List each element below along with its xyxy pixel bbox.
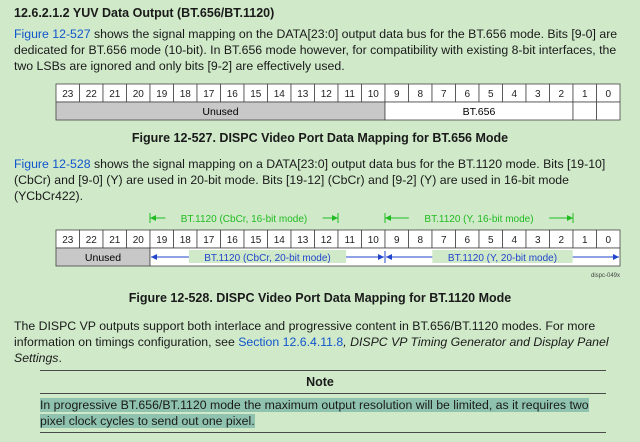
bit-number-label: 15 [250, 235, 262, 246]
bit-number-label: 0 [605, 235, 611, 246]
bit-number-label: 23 [62, 235, 74, 246]
y-16bit-arrow-head-right [567, 215, 573, 221]
bit-number-label: 2 [558, 235, 564, 246]
cbcr-16bit-arrow-label-bg [165, 211, 323, 224]
bit-number-label: 5 [488, 89, 494, 100]
bit-number-label: 17 [203, 89, 215, 100]
paragraph-bt1120-text: shows the signal mapping on a DATA[23:0]… [14, 157, 606, 203]
bit-number-label: 21 [109, 89, 121, 100]
paragraph-bt1120: Figure 12-528 shows the signal mapping o… [14, 156, 626, 204]
bit-number-label: 4 [511, 235, 517, 246]
bit-number-label: 18 [180, 235, 192, 246]
bt656-label: BT.656 [463, 106, 496, 118]
y-20bit-arrow-head-right [613, 254, 619, 260]
figure-12-528-link[interactable]: Figure 12-528 [14, 157, 91, 171]
bt1120-data-mapping-figure: BT.1120 (CbCr, 16-bit mode) BT.1120 (Y, 1… [55, 211, 621, 279]
bit-number-label: 19 [156, 235, 168, 246]
bit-number-label: 8 [417, 89, 423, 100]
bit-number-label: 4 [511, 89, 517, 100]
bit-number-label: 21 [109, 235, 121, 246]
bit-number-label: 19 [156, 89, 168, 100]
y-20bit-arrow-label: BT.1120 (Y, 20-bit mode) [448, 253, 557, 264]
y-16bit-arrow: BT.1120 (Y, 16-bit mode) [385, 211, 573, 225]
note-top-rule [40, 370, 606, 371]
bit-number-label: 23 [62, 89, 74, 100]
bit-number-label: 14 [274, 235, 286, 246]
bit-number-label: 16 [227, 89, 239, 100]
bit-number-label: 8 [417, 235, 423, 246]
note-bottom-rule [40, 432, 606, 433]
note-highlighted-text: In progressive BT.656/BT.1120 mode the m… [40, 398, 589, 428]
bit-number-label: 15 [250, 89, 262, 100]
paragraph-end: . [58, 351, 62, 365]
bit-number-label: 11 [345, 89, 356, 100]
cbcr-20bit-arrow-label-bg [188, 250, 347, 263]
bit-number-label: 0 [605, 89, 611, 100]
bit-number-label: 12 [321, 235, 333, 246]
paragraph-bt656-text: shows the signal mapping on the DATA[23:… [14, 27, 618, 73]
section-12-6-4-11-8-link[interactable]: Section 12.6.4.11.8 [238, 335, 344, 349]
bit-number-label: 22 [86, 89, 98, 100]
bit-number-label: 9 [394, 89, 400, 100]
bit-number-label: 5 [488, 235, 494, 246]
section-title: 12.6.2.1.2 YUV Data Output (BT.656/BT.11… [14, 6, 275, 20]
lsb-cell [596, 101, 621, 121]
bit-number-label: 18 [180, 89, 192, 100]
cbcr-16bit-arrow-head-right [332, 215, 338, 221]
bit-number-label: 10 [368, 89, 380, 100]
bit-number-label: 9 [394, 235, 400, 246]
bit-number-label: 13 [297, 89, 309, 100]
cbcr-16bit-arrow-head-left [150, 215, 156, 221]
y-20bit-arrow: BT.1120 (Y, 20-bit mode) [386, 250, 619, 264]
bit-number-label: 14 [274, 89, 286, 100]
cbcr-20bit-arrow: BT.1120 (CbCr, 20-bit mode) [151, 250, 384, 264]
unused-label: Unused [85, 252, 121, 264]
paragraph-interlace-progressive: The DISPC VP outputs support both interl… [14, 318, 626, 366]
y-20bit-arrow-head-left [386, 254, 392, 260]
y-16bit-arrow-head-left [385, 215, 391, 221]
y-20bit-arrow-label-bg [432, 250, 573, 263]
y-16bit-arrow-label-bg [408, 211, 550, 224]
y-16bit-arrow-label: BT.1120 (Y, 16-bit mode) [424, 214, 533, 225]
bit-number-label: 3 [535, 89, 541, 100]
paragraph-interlace-text: The DISPC VP outputs support both interl… [14, 319, 596, 349]
bit-number-label: 6 [464, 89, 470, 100]
bit-number-label: 7 [441, 235, 447, 246]
figure-id-label: dispc-049x [591, 273, 620, 279]
bit-number-label: 16 [227, 235, 239, 246]
bit-number-label: 17 [203, 235, 215, 246]
bit-number-label: 6 [464, 235, 470, 246]
cbcr-20bit-arrow-label: BT.1120 (CbCr, 20-bit mode) [204, 253, 331, 264]
bit-number-label: 12 [321, 89, 333, 100]
bit-number-label: 22 [86, 235, 98, 246]
note-mid-rule [40, 393, 606, 394]
bit-number-label: 10 [368, 235, 380, 246]
note-body: In progressive BT.656/BT.1120 mode the m… [40, 397, 606, 429]
paragraph-bt656: Figure 12-527 shows the signal mapping o… [14, 26, 626, 74]
section-title-italic: , DISPC VP Timing Generator and Display … [14, 335, 609, 365]
bit-number-label: 1 [582, 89, 588, 100]
bit-number-label: 2 [558, 89, 564, 100]
figure-12-528-caption: Figure 12-528. DISPC Video Port Data Map… [128, 291, 512, 305]
bit-number-label: 3 [535, 235, 541, 246]
cbcr-20bit-arrow-head-left [151, 254, 157, 260]
unused-label: Unused [202, 106, 238, 118]
bit-number-label: 20 [133, 235, 145, 246]
bit-number-label: 20 [133, 89, 145, 100]
cbcr-20bit-arrow-head-right [378, 254, 384, 260]
bit-number-label: 1 [582, 235, 588, 246]
figure-12-527-caption: Figure 12-527. DISPC Video Port Data Map… [131, 131, 509, 145]
bit-number-label: 11 [345, 235, 356, 246]
figure-12-527-link[interactable]: Figure 12-527 [14, 27, 91, 41]
cbcr-16bit-arrow-label: BT.1120 (CbCr, 16-bit mode) [181, 214, 308, 225]
lsb-cell [572, 101, 597, 121]
cbcr-16bit-arrow: BT.1120 (CbCr, 16-bit mode) [150, 211, 338, 225]
note-title: Note [306, 375, 334, 389]
bit-number-label: 13 [297, 235, 309, 246]
bit-number-label: 7 [441, 89, 447, 100]
